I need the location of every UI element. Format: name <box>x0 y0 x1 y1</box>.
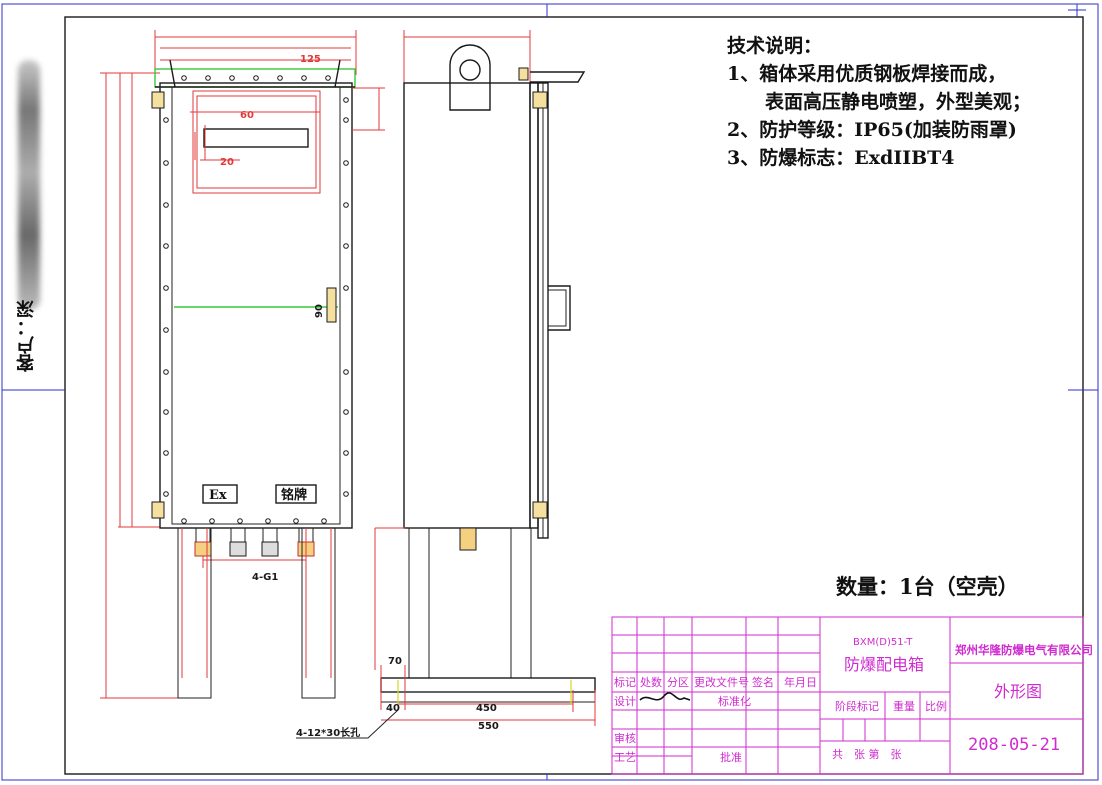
top-screws <box>181 75 331 81</box>
tb-stage-mark: 阶段标记 <box>835 699 879 713</box>
tb-sheet-info: 共 张 第 张 <box>832 747 902 761</box>
tb-scale: 比例 <box>925 699 947 713</box>
quantity-label: 数量：1台（空壳） <box>836 574 1019 599</box>
technical-notes: 技术说明： 1、箱体采用优质钢板焊接而成， 表面高压静电喷塑，外型美观； 2、防… <box>727 32 1031 172</box>
designer-signature <box>639 692 691 701</box>
tb-drawing-name: 外形图 <box>994 682 1042 701</box>
dim-glands: 4-G1 <box>252 572 278 583</box>
sheet-frame <box>1 3 1099 781</box>
tb-h-zone: 分区 <box>667 676 689 689</box>
dim-window-height: 60 <box>240 110 254 121</box>
tb-h-sign: 签名 <box>752 675 774 689</box>
tb-design: 设计 <box>614 695 636 708</box>
tb-review: 审核 <box>614 731 636 745</box>
dim-handle: 90 <box>314 304 325 318</box>
dim-450: 450 <box>476 703 497 714</box>
note-item-1-line-2: 表面高压静电喷塑，外型美观； <box>765 91 1032 113</box>
dim-550: 550 <box>478 721 499 732</box>
tb-approve: 批准 <box>720 750 742 764</box>
hinges <box>151 91 165 519</box>
tb-h-change-doc: 更改文件号 <box>694 675 749 689</box>
plate-ex: Ex <box>209 488 227 503</box>
note-item-2: 2、防护等级：IP65(加装防雨罩) <box>727 119 1017 141</box>
front-legs <box>177 528 336 699</box>
tb-model: BXM(D)51-T <box>853 637 913 648</box>
plate-name: 铭牌 <box>281 487 307 503</box>
notes-title: 技术说明： <box>727 35 823 57</box>
dim-window-width: 125 <box>300 54 321 65</box>
front-view: 125 60 20 90 4-G1 <box>100 30 385 699</box>
tb-process: 工艺 <box>614 751 636 764</box>
side-bolts <box>163 97 349 524</box>
cable-glands <box>194 528 315 568</box>
title-block <box>611 616 1084 775</box>
note-item-3: 3、防爆标志：ExdIIBT4 <box>727 147 955 169</box>
tb-weight: 重量 <box>893 699 915 713</box>
slot-note: 4-12*30长孔 <box>296 726 360 739</box>
redacted-client-name <box>18 60 40 310</box>
tb-standardize: 标准化 <box>718 694 751 708</box>
side-stand <box>296 527 596 739</box>
tb-h-count: 处数 <box>640 676 662 689</box>
side-view: 70 40 450 550 4-12*30长孔 <box>296 30 596 739</box>
tb-h-date: 年月日 <box>784 675 817 689</box>
dim-40: 40 <box>386 703 400 714</box>
note-item-1-line-1: 1、箱体采用优质钢板焊接而成， <box>727 63 1007 85</box>
dim-70: 70 <box>388 656 402 667</box>
dim-slot: 20 <box>220 157 234 168</box>
tb-drawing-number: 208-05-21 <box>968 735 1060 755</box>
tb-h-mark: 标记 <box>614 675 636 689</box>
tb-product-name: 防爆配电箱 <box>844 655 924 674</box>
tb-company: 郑州华隆防爆电气有限公司 <box>955 643 1093 657</box>
